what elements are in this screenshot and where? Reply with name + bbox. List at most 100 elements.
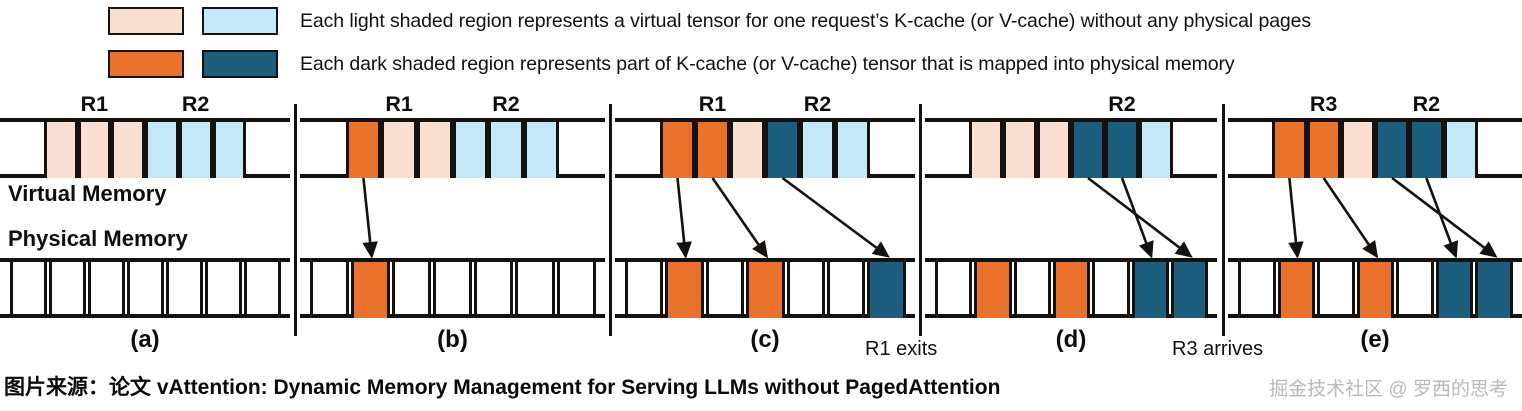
physical-cell <box>935 262 973 318</box>
virtual-cell <box>381 122 417 178</box>
virtual-cell <box>1238 122 1272 178</box>
source-caption: 图片来源：论文 vAttention: Dynamic Memory Manag… <box>4 376 1001 399</box>
bar-rule-top <box>615 258 915 262</box>
mapping-arrow <box>1322 177 1379 259</box>
virtual-cell <box>523 122 560 178</box>
region-label: R2 <box>1412 92 1441 116</box>
virtual-cell <box>178 122 213 178</box>
mapping-arrow <box>1120 177 1154 259</box>
physical-cell <box>1435 262 1474 318</box>
mapping-arrow <box>1288 177 1304 259</box>
virtual-cell <box>660 122 695 178</box>
virtual-cell <box>1071 122 1105 178</box>
mapping-arrow <box>1087 176 1193 258</box>
bar-rule-top <box>300 118 605 122</box>
virtual-memory-bar <box>925 118 1217 178</box>
physical-cell <box>1092 262 1130 318</box>
mapping-arrow <box>362 177 378 259</box>
physical-cell <box>1131 262 1169 318</box>
physical-memory-label: Physical Memory <box>8 226 188 251</box>
physical-cell <box>351 262 391 318</box>
bar-rule-top <box>925 258 1217 262</box>
virtual-cell <box>1409 122 1444 178</box>
physical-memory-bar <box>1228 258 1522 318</box>
panel-divider <box>609 104 612 336</box>
panel-divider <box>919 104 922 336</box>
virtual-cell <box>1105 122 1139 178</box>
virtual-cell <box>111 122 145 178</box>
physical-cell <box>665 262 704 318</box>
physical-cell <box>1013 262 1051 318</box>
panel-divider <box>1222 104 1225 336</box>
physical-cell <box>310 262 350 318</box>
bar-rule-bottom <box>300 314 605 318</box>
mapping-arrow <box>781 176 890 258</box>
physical-cell <box>1317 262 1355 318</box>
virtual-cell <box>345 122 382 178</box>
orange-swatch <box>108 50 184 78</box>
physical-cell <box>746 262 785 318</box>
panel-divider <box>294 104 297 336</box>
virtual-cell <box>145 122 179 178</box>
virtual-cell <box>559 122 595 178</box>
physical-memory-bar <box>0 258 290 318</box>
region-label: R1 <box>698 92 727 116</box>
physical-cell <box>974 262 1012 318</box>
physical-cell <box>1356 262 1395 318</box>
virtual-cell <box>969 122 1003 178</box>
bar-rule-top <box>615 118 915 122</box>
legend: Each light shaded region represents a vi… <box>0 0 1522 96</box>
virtual-memory-bar <box>0 118 290 178</box>
virtual-cell <box>730 122 765 178</box>
virtual-memory-bar <box>1228 118 1522 178</box>
physical-cell <box>556 262 596 318</box>
virtual-cell <box>800 122 835 178</box>
mapping-arrow <box>676 177 692 259</box>
panel-d: R2(d) <box>925 92 1217 353</box>
virtual-cell <box>1037 122 1071 178</box>
physical-cell <box>166 262 204 318</box>
virtual-cell <box>488 122 524 178</box>
physical-cell <box>474 262 514 318</box>
virtual-cell <box>1139 122 1173 178</box>
virtual-cell <box>870 122 905 178</box>
virtual-cell <box>1272 122 1307 178</box>
legend-row-light: Each light shaded region represents a vi… <box>108 6 1311 36</box>
virtual-memory-bar <box>300 118 605 178</box>
physical-memory-bar <box>925 258 1217 318</box>
virtual-cell <box>835 122 870 178</box>
virtual-cell <box>246 122 280 178</box>
bar-rule-top <box>300 258 605 262</box>
region-label: R2 <box>1108 92 1136 116</box>
legend-row-dark: Each dark shaded region represents part … <box>108 49 1235 79</box>
virtual-cell <box>765 122 800 178</box>
region-label: R1 <box>80 92 109 116</box>
physical-cell <box>827 262 866 318</box>
panel-letter: (c) <box>750 326 780 353</box>
panel-letter: (b) <box>437 326 468 353</box>
virtual-memory-label: Virtual Memory <box>8 181 167 206</box>
virtual-cell <box>935 122 969 178</box>
physical-cell <box>1277 262 1316 318</box>
physical-cell <box>1396 262 1434 318</box>
virtual-cell <box>1340 122 1375 178</box>
virtual-cell <box>416 122 453 178</box>
physical-cell <box>10 262 48 318</box>
region-label: R3 <box>1309 92 1338 116</box>
physical-cell <box>392 262 432 318</box>
virtual-cell <box>1003 122 1037 178</box>
physical-cell <box>786 262 825 318</box>
bar-rule-top <box>0 118 290 122</box>
watermark: 掘金技术社区 @ 罗西的思考 <box>1269 379 1508 400</box>
mapping-arrow <box>1391 176 1498 258</box>
virtual-cell <box>310 122 346 178</box>
physical-cell <box>127 262 165 318</box>
physical-cell <box>205 262 243 318</box>
virtual-cell <box>1443 122 1478 178</box>
physical-cell <box>1475 262 1514 318</box>
physical-memory-bar <box>615 258 915 318</box>
